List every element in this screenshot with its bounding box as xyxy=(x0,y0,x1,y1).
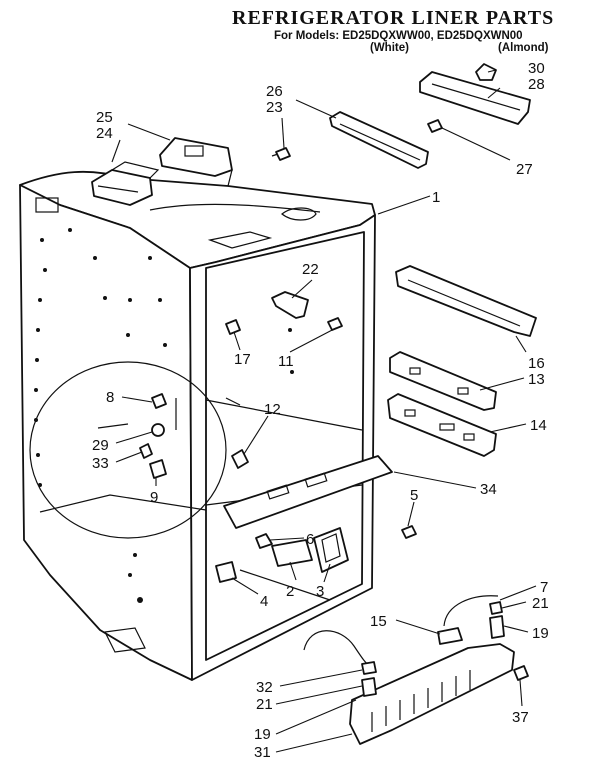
callout-4: 4 xyxy=(260,593,268,610)
callout-31: 31 xyxy=(254,744,271,761)
callout-11: 11 xyxy=(278,353,294,370)
callout-16: 16 xyxy=(528,355,545,372)
callout-21-right: 21 xyxy=(532,595,549,612)
callout-23: 23 xyxy=(266,99,283,116)
callout-3: 3 xyxy=(316,583,324,600)
callout-28: 28 xyxy=(528,76,545,93)
part-29-fitting xyxy=(151,423,165,437)
part-27-screw xyxy=(427,119,443,133)
part-37-screw xyxy=(513,665,529,681)
callout-37: 37 xyxy=(512,709,529,726)
leader-lines xyxy=(111,69,537,753)
part-24-bracket xyxy=(91,161,160,206)
callout-numbers: 25 24 26 23 30 28 27 1 22 11 17 16 13 14… xyxy=(92,60,549,761)
part-15-valve xyxy=(437,627,463,645)
part-16-trim xyxy=(395,265,537,337)
detail-circle xyxy=(29,361,227,539)
part-12-clip xyxy=(231,449,249,469)
diagram-title: REFRIGERATOR LINER PARTS xyxy=(232,7,554,29)
callout-17: 17 xyxy=(234,351,251,368)
callout-7: 7 xyxy=(540,579,548,596)
callout-6: 6 xyxy=(306,531,314,548)
color-white-label: (White) xyxy=(370,42,409,54)
callout-34: 34 xyxy=(480,481,497,498)
callout-13: 13 xyxy=(528,371,545,388)
part-21-nut-right xyxy=(489,601,503,615)
part-28-bracket xyxy=(419,71,531,125)
callout-29: 29 xyxy=(92,437,109,454)
part-4-block xyxy=(215,561,237,583)
part-14-support xyxy=(387,393,497,457)
part-19-fitting-right xyxy=(489,615,505,639)
callout-21-left: 21 xyxy=(256,696,273,713)
part-21-nut-left xyxy=(361,661,377,675)
part-17-pin xyxy=(225,319,241,335)
part-22-bracket xyxy=(271,291,309,319)
callout-8: 8 xyxy=(106,389,114,406)
models-label: For Models: ED25DQXWW00, ED25DQXWN00 xyxy=(274,30,523,42)
part-19-fitting-left xyxy=(361,677,377,697)
callout-30: 30 xyxy=(528,60,545,77)
callout-25: 25 xyxy=(96,109,113,126)
callout-27: 27 xyxy=(516,161,533,178)
callout-12: 12 xyxy=(264,401,281,418)
callout-24: 24 xyxy=(96,125,113,142)
callout-15: 15 xyxy=(370,613,387,630)
part-9-clip xyxy=(149,459,167,479)
callout-5: 5 xyxy=(410,487,418,504)
diagram-header: REFRIGERATOR LINER PARTS For Models: ED2… xyxy=(232,7,554,54)
part-23-screw xyxy=(271,147,291,161)
callout-33: 33 xyxy=(92,455,109,472)
part-3-bracket xyxy=(313,527,349,573)
part-26-rail xyxy=(329,111,429,169)
callout-9: 9 xyxy=(150,489,158,506)
part-34-cover xyxy=(223,455,393,529)
part-6-knob xyxy=(255,533,273,549)
part-11-screw xyxy=(327,317,343,331)
callout-2: 2 xyxy=(286,583,294,600)
part-5-screw xyxy=(401,525,417,539)
color-almond-label: (Almond) xyxy=(498,42,549,54)
part-25-bracket xyxy=(159,137,233,187)
part-8-clip xyxy=(151,393,167,409)
callout-26: 26 xyxy=(266,83,283,100)
refrigerator-liner xyxy=(19,170,376,681)
callout-1: 1 xyxy=(432,189,440,206)
callout-19-left: 19 xyxy=(254,726,271,743)
callout-19-right: 19 xyxy=(532,625,549,642)
part-32-tube xyxy=(303,630,371,667)
part-13-support xyxy=(389,351,497,411)
part-7-tube xyxy=(443,595,499,627)
callout-32: 32 xyxy=(256,679,273,696)
part-30-clip xyxy=(475,63,497,81)
part-31-reservoir xyxy=(349,643,515,745)
part-33-pin xyxy=(139,443,153,459)
callout-22: 22 xyxy=(302,261,319,278)
part-2-housing xyxy=(271,539,313,567)
callout-14: 14 xyxy=(530,417,547,434)
